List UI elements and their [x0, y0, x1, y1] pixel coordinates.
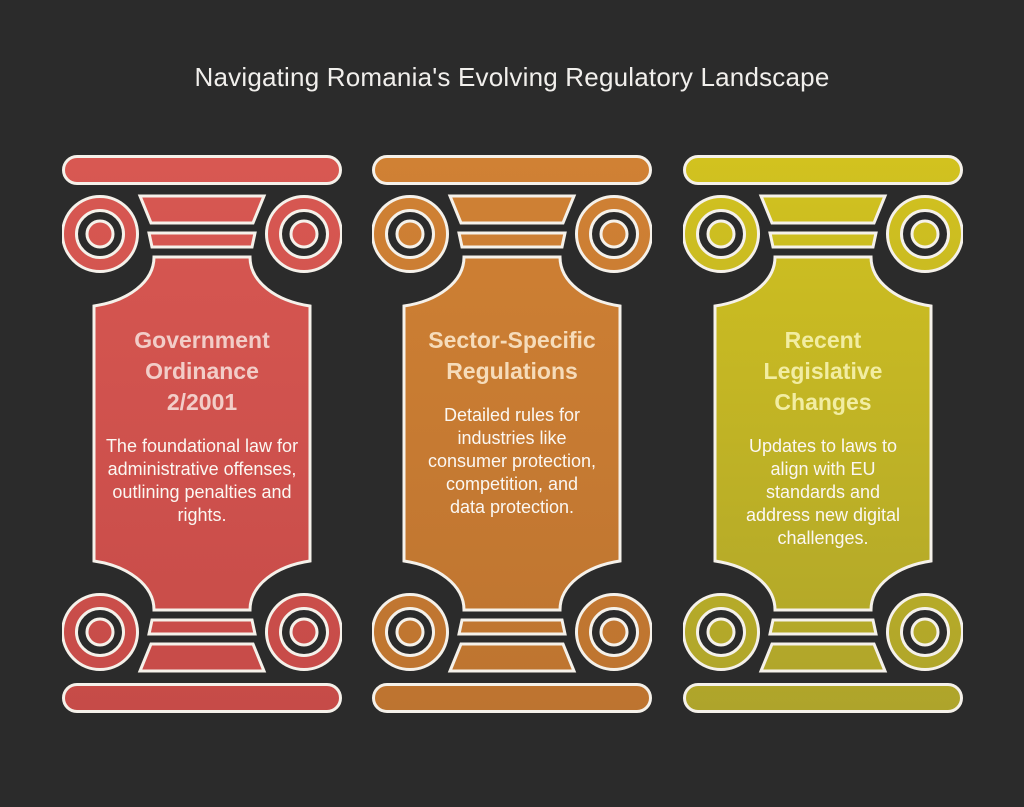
pillar-text-block: Government Ordinance 2/2001 The foundati…	[96, 325, 308, 527]
column-abacus-bar	[683, 155, 963, 185]
volute-bottom-left-icon	[62, 593, 139, 671]
column-abacus-bar	[372, 155, 652, 185]
volute-top-right-icon	[575, 195, 652, 273]
volute-bottom-right-icon	[265, 593, 342, 671]
column-echinus-strip	[457, 231, 567, 249]
volute-top-right-icon	[886, 195, 963, 273]
volute-top-left-icon	[683, 195, 760, 273]
pillar-description: Updates to laws to align with EU standar…	[745, 436, 901, 548]
column-echinus-strip	[147, 231, 257, 249]
pillar-title: Sector-Specific Regulations	[428, 327, 596, 384]
page-title: Navigating Romania's Evolving Regulatory…	[194, 62, 830, 92]
column-shaft	[713, 255, 933, 612]
volute-bottom-left-icon	[683, 593, 760, 671]
column-echinus-strip	[768, 231, 878, 249]
pillar-description: The foundational law for administrative …	[105, 436, 299, 525]
pillar-description: Detailed rules for industries like consu…	[427, 405, 597, 517]
roman-column-graphic	[372, 155, 652, 713]
column-plinth-bar	[372, 683, 652, 713]
column-shaft	[402, 255, 622, 612]
roman-column-graphic	[683, 155, 963, 713]
pillar-group: Government Ordinance 2/2001 The foundati…	[0, 155, 1024, 713]
column-base-band	[447, 642, 577, 673]
pillar-title: Recent Legislative Changes	[763, 327, 883, 415]
volute-bottom-left-icon	[372, 593, 449, 671]
roman-column-graphic	[62, 155, 342, 713]
column-echinus-band	[447, 194, 577, 225]
column-base-band	[758, 642, 888, 673]
pillar-sector-specific-regulations: Sector-Specific Regulations Detailed rul…	[372, 155, 652, 713]
column-base-strip	[147, 618, 257, 636]
pillar-government-ordinance: Government Ordinance 2/2001 The foundati…	[62, 155, 342, 713]
pillar-text-block: Recent Legislative Changes Updates to la…	[717, 325, 929, 550]
pillar-recent-legislative-changes: Recent Legislative Changes Updates to la…	[683, 155, 963, 713]
volute-top-right-icon	[265, 195, 342, 273]
volute-bottom-right-icon	[886, 593, 963, 671]
column-echinus-band	[758, 194, 888, 225]
column-plinth-bar	[62, 683, 342, 713]
volute-top-left-icon	[372, 195, 449, 273]
column-base-strip	[457, 618, 567, 636]
column-base-band	[137, 642, 267, 673]
pillar-title: Government Ordinance 2/2001	[134, 327, 270, 415]
column-base-strip	[768, 618, 878, 636]
column-shaft	[92, 255, 312, 612]
volute-bottom-right-icon	[575, 593, 652, 671]
pillar-text-block: Sector-Specific Regulations Detailed rul…	[406, 325, 618, 519]
column-abacus-bar	[62, 155, 342, 185]
column-plinth-bar	[683, 683, 963, 713]
volute-top-left-icon	[62, 195, 139, 273]
column-echinus-band	[137, 194, 267, 225]
